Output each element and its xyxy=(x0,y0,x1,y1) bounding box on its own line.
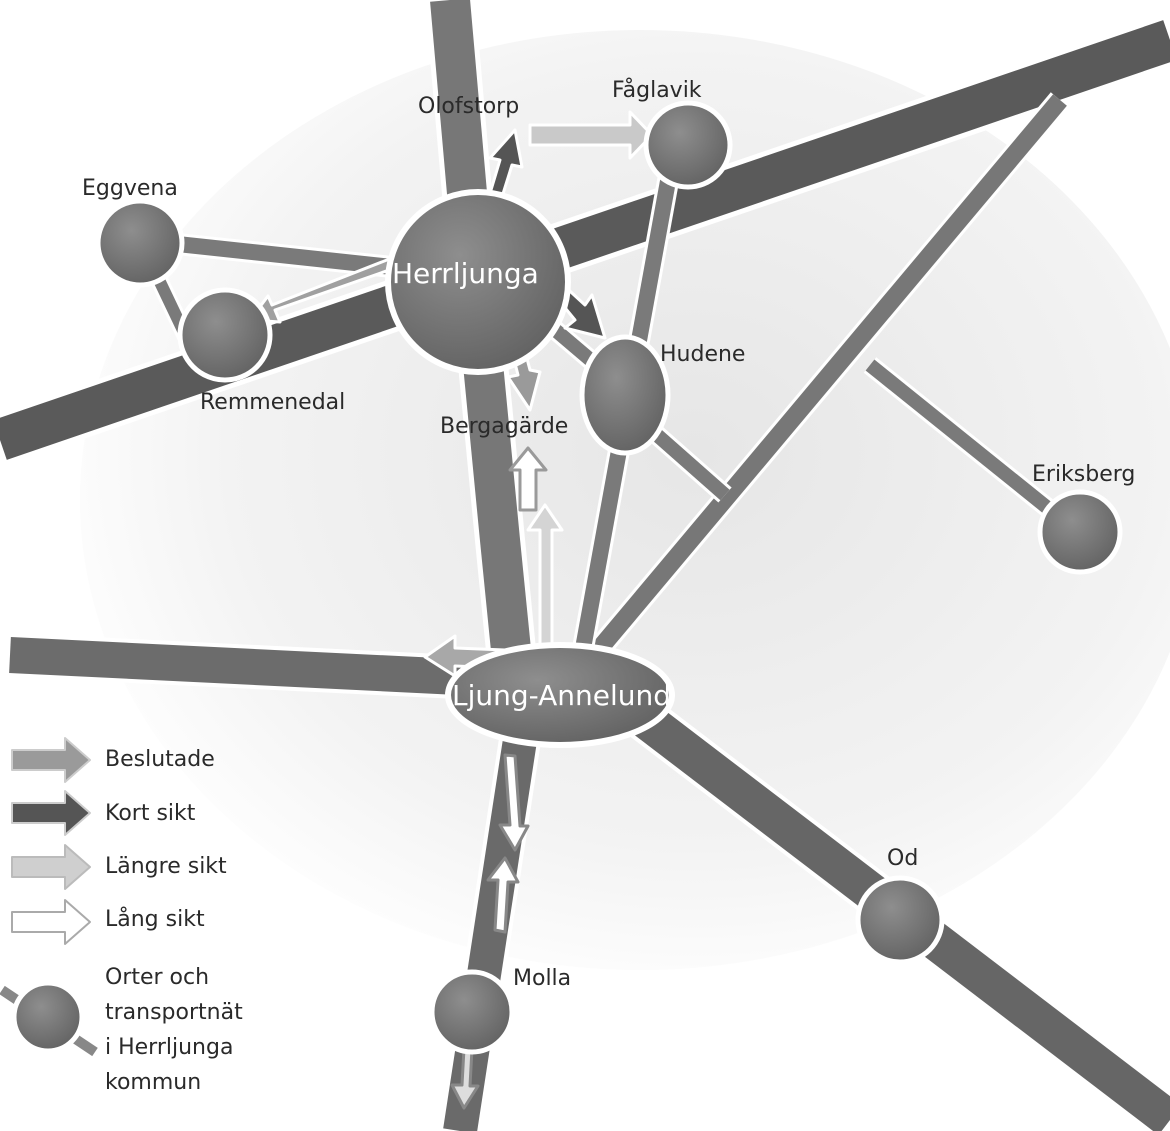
legend-icon-node xyxy=(11,980,85,1054)
arrow-ljung-north-langre xyxy=(526,503,564,652)
node-molla xyxy=(429,969,515,1055)
road-west xyxy=(8,633,522,702)
road-main-diagonal xyxy=(0,15,1170,465)
node-eriksberg xyxy=(1037,489,1123,575)
label-bergagarde: Bergagärde xyxy=(440,414,569,439)
legend-icon-kort-sikt xyxy=(11,790,91,836)
label-od: Od xyxy=(887,846,919,871)
label-eriksberg: Eriksberg xyxy=(1032,462,1136,487)
arrow-faglavik-langre xyxy=(528,110,654,160)
node-remmenedal xyxy=(177,287,273,383)
legend-label-kort-sikt: Kort sikt xyxy=(105,801,196,826)
road-north-south xyxy=(425,0,540,693)
road-ljung-northeast xyxy=(580,92,1070,668)
legend-label-orter-4: kommun xyxy=(105,1070,202,1095)
legend-icon-lang-sikt xyxy=(11,899,91,945)
arrow-bergagarde-lang xyxy=(508,446,548,512)
legend-label-orter-2: transportnät xyxy=(105,1000,243,1025)
node-herrljunga xyxy=(385,189,571,375)
label-hudene: Hudene xyxy=(660,342,746,367)
road-eriksberg xyxy=(863,357,1082,538)
label-herrljunga: Herrljunga xyxy=(392,257,539,290)
node-faglavik xyxy=(643,100,733,190)
node-od xyxy=(855,875,945,965)
label-eggvena: Eggvena xyxy=(82,176,178,201)
legend-label-langre-sikt: Längre sikt xyxy=(105,854,227,879)
label-molla: Molla xyxy=(513,966,572,991)
node-hudene xyxy=(579,334,671,456)
label-remmenedal: Remmenedal xyxy=(200,390,346,415)
node-eggvena xyxy=(95,198,185,288)
arrow-south-lang-1 xyxy=(498,753,530,852)
label-faglavik: Fåglavik xyxy=(612,78,702,103)
legend-label-orter-1: Orter och xyxy=(105,965,210,990)
legend-icons xyxy=(0,737,98,1057)
legend-label-orter-3: i Herrljunga xyxy=(105,1035,234,1060)
label-olofstorp: Olofstorp xyxy=(418,94,520,119)
legend-icon-langre-sikt xyxy=(11,844,91,890)
legend-label-lang-sikt: Lång sikt xyxy=(105,907,205,932)
nodes xyxy=(95,100,1123,1055)
node-ljung-annelund xyxy=(445,642,675,748)
legend-label-beslutade: Beslutade xyxy=(105,747,215,772)
legend-icon-beslutade xyxy=(11,737,91,783)
label-ljung-annelund: Ljung-Annelund xyxy=(452,679,672,712)
arrow-south-lang-2 xyxy=(486,856,520,934)
